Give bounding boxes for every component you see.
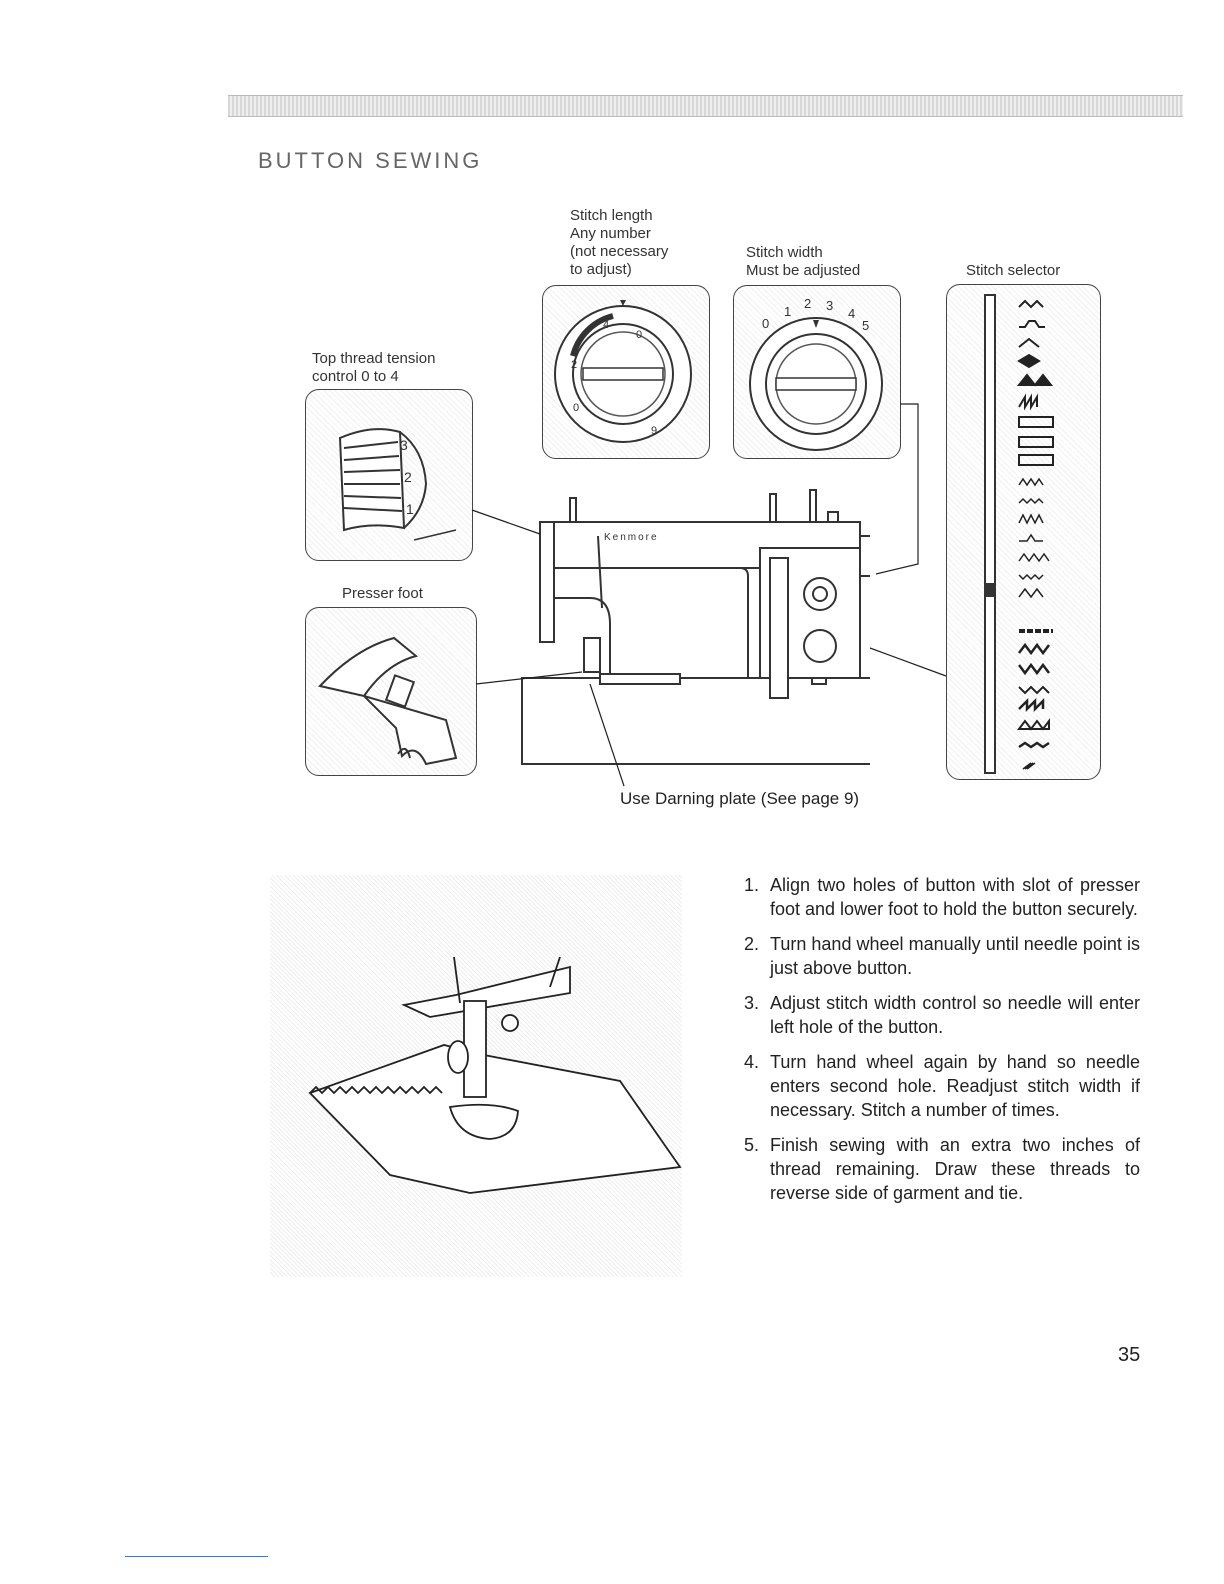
stitch-length-panel: 0 4 2 0 9 (542, 285, 710, 459)
stitch-length-line: Stitch length (570, 207, 653, 224)
length-dial-number: 2 (571, 359, 577, 371)
step-text: Finish sewing with an extra two inches o… (770, 1135, 1140, 1203)
sewing-machine-figure: Kenmore (510, 488, 870, 778)
step-item: 3. Adjust stitch width control so needle … (740, 991, 1140, 1039)
width-dial-number: 2 (804, 296, 811, 311)
stitch-selector-panel (946, 284, 1101, 780)
step-item: 1. Align two holes of button with slot of… (740, 873, 1140, 921)
page-number: 35 (1118, 1344, 1141, 1366)
stitch-selector-chart (984, 294, 1054, 774)
tension-number: 1 (406, 501, 414, 517)
stitch-width-line: Must be adjusted (746, 262, 861, 279)
presser-foot-caption: Presser foot (342, 585, 423, 602)
tension-line: control 0 to 4 (312, 368, 399, 385)
tension-caption: Top thread tension control 0 to 4 (312, 350, 435, 386)
button-sewing-drawing (308, 956, 682, 1194)
stitch-length-caption: Stitch length Any number (not necessary … (570, 207, 668, 279)
width-dial-number: 3 (826, 298, 833, 313)
stitch-length-dial: 0 4 2 0 9 (554, 300, 692, 443)
step-number: 1. (744, 875, 760, 895)
tension-line: Top thread tension (312, 350, 436, 367)
width-dial-number: 5 (862, 318, 869, 333)
length-dial-number: 4 (603, 319, 609, 331)
step-text: Adjust stitch width control so needle wi… (770, 993, 1140, 1037)
stitch-selector-caption: Stitch selector (966, 262, 1061, 279)
step-number: 4. (744, 1052, 760, 1072)
stitch-width-caption: Stitch width Must be adjusted (746, 244, 860, 280)
width-dial-number: 1 (784, 304, 791, 319)
length-dial-number: 0 (636, 329, 642, 341)
footer-rule (125, 1556, 268, 1557)
step-item: 4. Turn hand wheel again by hand so needl… (740, 1050, 1140, 1122)
width-dial-number: 0 (762, 316, 769, 331)
stitch-width-line: Stitch width (746, 244, 823, 261)
presser-foot-drawing (318, 636, 458, 766)
step-item: 2. Turn hand wheel manually until needle … (740, 932, 1140, 980)
stitch-width-dial: 0 1 2 3 4 5 (749, 296, 883, 451)
tension-number: 3 (400, 437, 408, 453)
instruction-steps: 1. Align two holes of button with slot of… (740, 873, 1140, 1216)
step-text: Align two holes of button with slot of p… (770, 875, 1140, 919)
sewing-machine-drawing: Kenmore (521, 489, 870, 765)
stitch-length-line: Any number (570, 225, 651, 242)
page-title: BUTTON SEWING (258, 148, 483, 173)
length-dial-number: 0 (573, 402, 579, 414)
width-dial-number: 4 (848, 306, 855, 321)
step-text: Turn hand wheel manually until needle po… (770, 934, 1140, 978)
tension-dial: 3 2 1 (338, 428, 457, 541)
callout-lines (471, 403, 947, 787)
tension-number: 2 (404, 469, 412, 485)
step-number: 5. (744, 1135, 760, 1155)
step-text: Turn hand wheel again by hand so needle … (770, 1052, 1140, 1120)
length-dial-number: 9 (651, 425, 657, 437)
stitch-length-line: to adjust) (570, 261, 632, 278)
stitch-length-line: (not necessary (570, 243, 669, 260)
stitch-width-panel: 0 1 2 3 4 5 (733, 285, 901, 459)
button-sewing-illustration (270, 875, 682, 1277)
header-bar (228, 95, 1183, 117)
tension-panel: 3 2 1 (305, 389, 473, 561)
presser-foot-panel (305, 607, 477, 776)
darning-plate-caption: Use Darning plate (See page 9) (620, 789, 860, 808)
step-number: 3. (744, 993, 760, 1013)
step-item: 5. Finish sewing with an extra two inches… (740, 1133, 1140, 1205)
machine-brand: Kenmore (604, 532, 659, 543)
step-number: 2. (744, 934, 760, 954)
